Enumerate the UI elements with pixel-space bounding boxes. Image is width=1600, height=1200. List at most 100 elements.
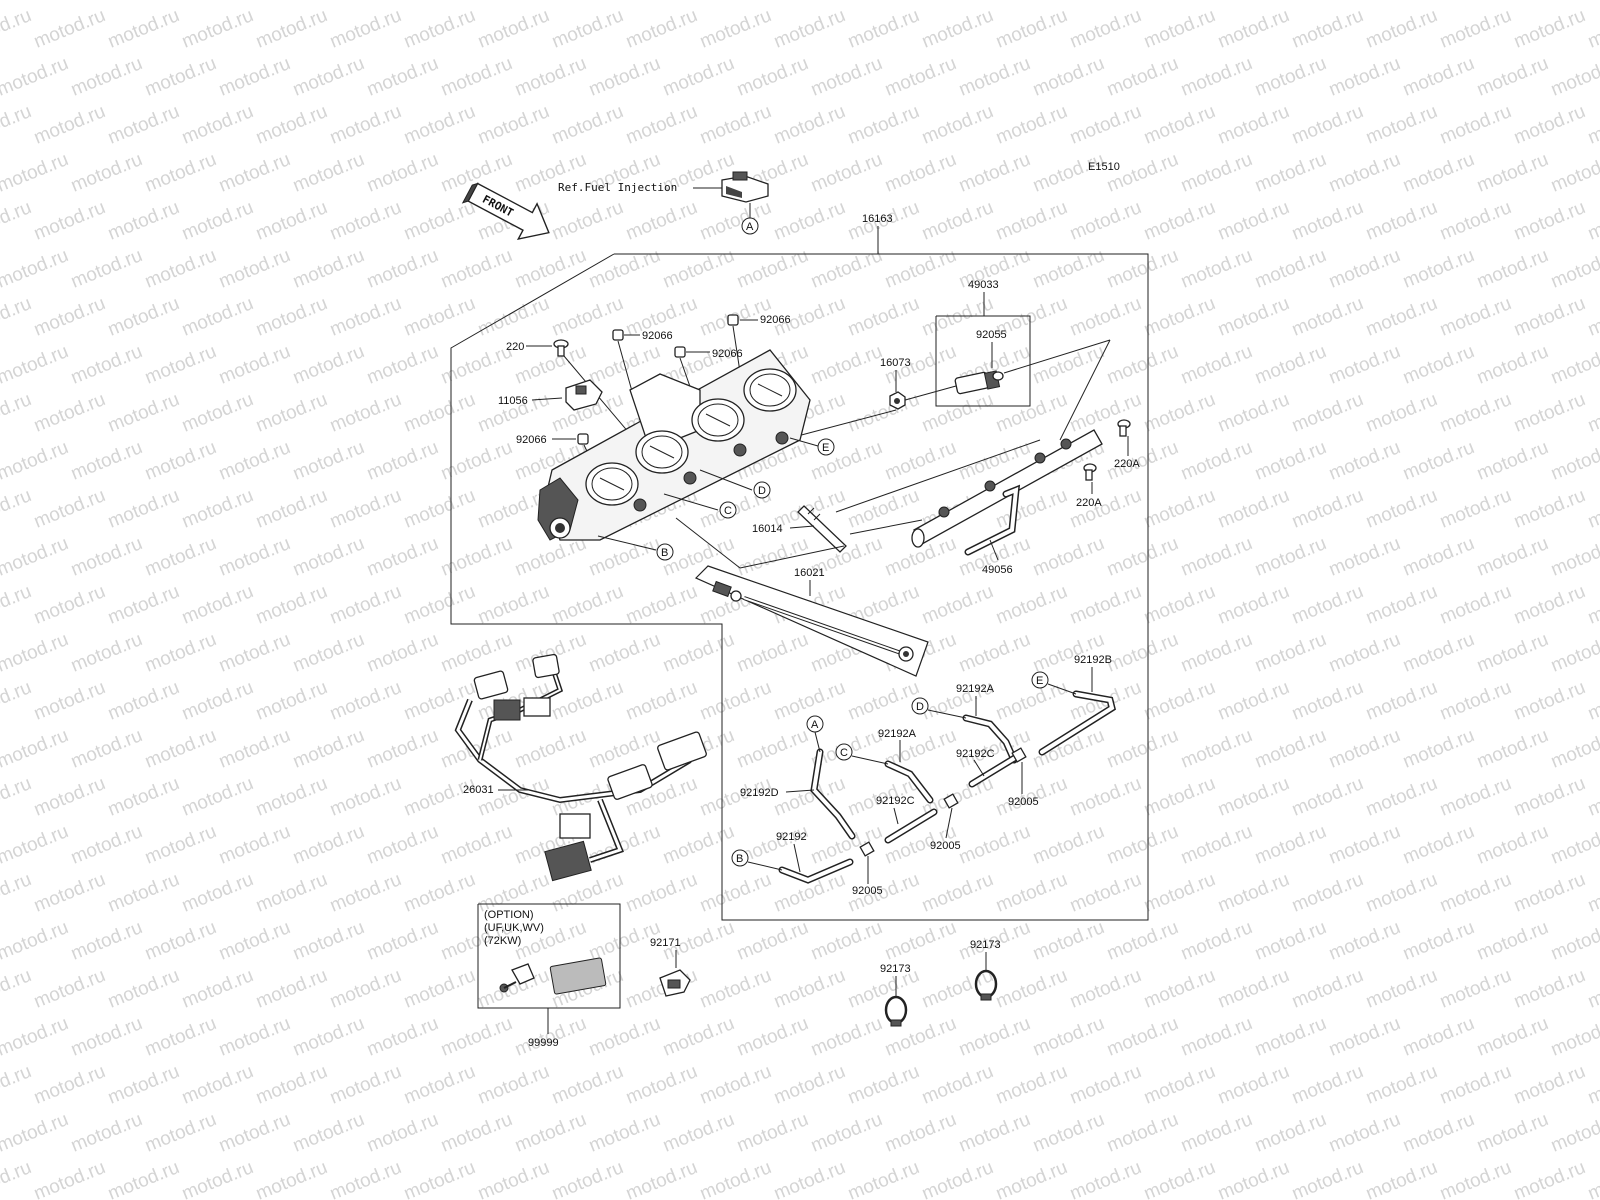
watermark-text: motod.ru (1067, 5, 1144, 53)
watermark-text: motod.ru (1511, 965, 1588, 1013)
watermark-text: motod.ru (1548, 725, 1600, 773)
watermark-text: motod.ru (956, 629, 1033, 677)
watermark-text: motod.ru (0, 101, 34, 149)
watermark-text: motod.ru (956, 1013, 1033, 1061)
watermark-text: motod.ru (1400, 245, 1477, 293)
watermark-text: motod.ru (68, 437, 145, 485)
watermark-text: motod.ru (105, 677, 182, 725)
watermark-text: motod.ru (68, 0, 145, 5)
watermark-text: motod.ru (845, 293, 922, 341)
bracket-11056-icon (565, 379, 603, 411)
option-box (477, 903, 621, 1009)
watermark-text: motod.ru (1326, 533, 1403, 581)
watermark-text: motod.ru (1141, 581, 1218, 629)
watermark-text: motod.ru (1104, 0, 1181, 5)
watermark-text: motod.ru (808, 341, 885, 389)
watermark-text: motod.ru (1252, 437, 1329, 485)
watermark-text: motod.ru (1474, 917, 1551, 965)
watermark-text: motod.ru (31, 101, 108, 149)
watermark-text: motod.ru (1104, 245, 1181, 293)
watermark-text: motod.ru (364, 917, 441, 965)
watermark-text: motod.ru (105, 773, 182, 821)
svg-text:A: A (746, 221, 754, 233)
watermark-text: motod.ru (1289, 5, 1366, 53)
watermark-text: motod.ru (1104, 629, 1181, 677)
watermark-text: motod.ru (623, 1061, 700, 1109)
watermark-text: motod.ru (1585, 389, 1600, 437)
watermark-text: motod.ru (1437, 293, 1514, 341)
watermark-text: motod.ru (919, 5, 996, 53)
watermark-text: motod.ru (31, 581, 108, 629)
watermark-text: motod.ru (1178, 1013, 1255, 1061)
svg-text:B: B (661, 547, 668, 559)
watermark-text: motod.ru (1363, 197, 1440, 245)
watermark-text: motod.ru (1363, 677, 1440, 725)
watermark-text: motod.ru (1585, 1061, 1600, 1109)
watermark-text: motod.ru (1400, 53, 1477, 101)
watermark-text: motod.ru (1178, 629, 1255, 677)
watermark-text: motod.ru (327, 677, 404, 725)
watermark-text: motod.ru (1437, 1157, 1514, 1200)
watermark-text: motod.ru (253, 197, 330, 245)
watermark-text: motod.ru (993, 197, 1070, 245)
watermark-text: motod.ru (845, 485, 922, 533)
watermark-text: motod.ru (1511, 5, 1588, 53)
watermark-text: motod.ru (179, 293, 256, 341)
watermark-text: motod.ru (105, 485, 182, 533)
watermark-text: motod.ru (1511, 1061, 1588, 1109)
watermark-text: motod.ru (1437, 485, 1514, 533)
watermark-text: motod.ru (0, 629, 71, 677)
watermark-text: motod.ru (1104, 53, 1181, 101)
watermark-text: motod.ru (1326, 1013, 1403, 1061)
watermark-text: motod.ru (734, 53, 811, 101)
watermark-text: motod.ru (993, 101, 1070, 149)
watermark-text: motod.ru (142, 149, 219, 197)
watermark-text: motod.ru (1289, 197, 1366, 245)
watermark-text: motod.ru (1030, 533, 1107, 581)
watermark-text: motod.ru (919, 197, 996, 245)
watermark-text: motod.ru (0, 389, 34, 437)
label-92005-c: 92005 (852, 885, 883, 897)
watermark-text: motod.ru (68, 53, 145, 101)
watermark-text: motod.ru (1400, 533, 1477, 581)
bolt-220-icon (553, 339, 569, 357)
watermark-text: motod.ru (586, 245, 663, 293)
watermark-text: motod.ru (1178, 341, 1255, 389)
watermark-text: motod.ru (1141, 389, 1218, 437)
watermark-text: motod.ru (734, 725, 811, 773)
watermark-text: motod.ru (808, 245, 885, 293)
watermark-text: motod.ru (1437, 101, 1514, 149)
sensor-part-icon (721, 171, 769, 203)
assembly-outline (450, 253, 1149, 921)
watermark-text: motod.ru (0, 1061, 34, 1109)
watermark-text: motod.ru (1067, 197, 1144, 245)
watermark-text: motod.ru (364, 0, 441, 5)
watermark-text: motod.ru (438, 341, 515, 389)
watermark-text: motod.ru (1104, 533, 1181, 581)
watermark-text: motod.ru (1474, 53, 1551, 101)
watermark-text: motod.ru (253, 5, 330, 53)
wire-harness-26031-icon (454, 653, 707, 882)
watermark-text: motod.ru (1030, 245, 1107, 293)
watermark-text: motod.ru (1326, 0, 1403, 5)
watermark-text: motod.ru (179, 1157, 256, 1200)
watermark-text: motod.ru (1289, 773, 1366, 821)
watermark-text: motod.ru (142, 437, 219, 485)
svg-text:C: C (724, 505, 732, 517)
watermark-text: motod.ru (290, 245, 367, 293)
watermark-text: motod.ru (31, 677, 108, 725)
label-220: 220 (506, 341, 524, 353)
watermark-text: motod.ru (68, 245, 145, 293)
watermark-text: motod.ru (290, 917, 367, 965)
watermark-text: motod.ru (882, 53, 959, 101)
watermark-text: motod.ru (1474, 0, 1551, 5)
watermark-text: motod.ru (1252, 821, 1329, 869)
label-92192c-b: 92192C (876, 795, 915, 807)
watermark-text: motod.ru (290, 1013, 367, 1061)
label-92173-b: 92173 (970, 939, 1001, 951)
watermark-text: motod.ru (549, 1157, 626, 1200)
watermark-text: motod.ru (1400, 149, 1477, 197)
nut-16073-icon (889, 391, 906, 410)
watermark-text: motod.ru (142, 341, 219, 389)
watermark-text: motod.ru (68, 917, 145, 965)
